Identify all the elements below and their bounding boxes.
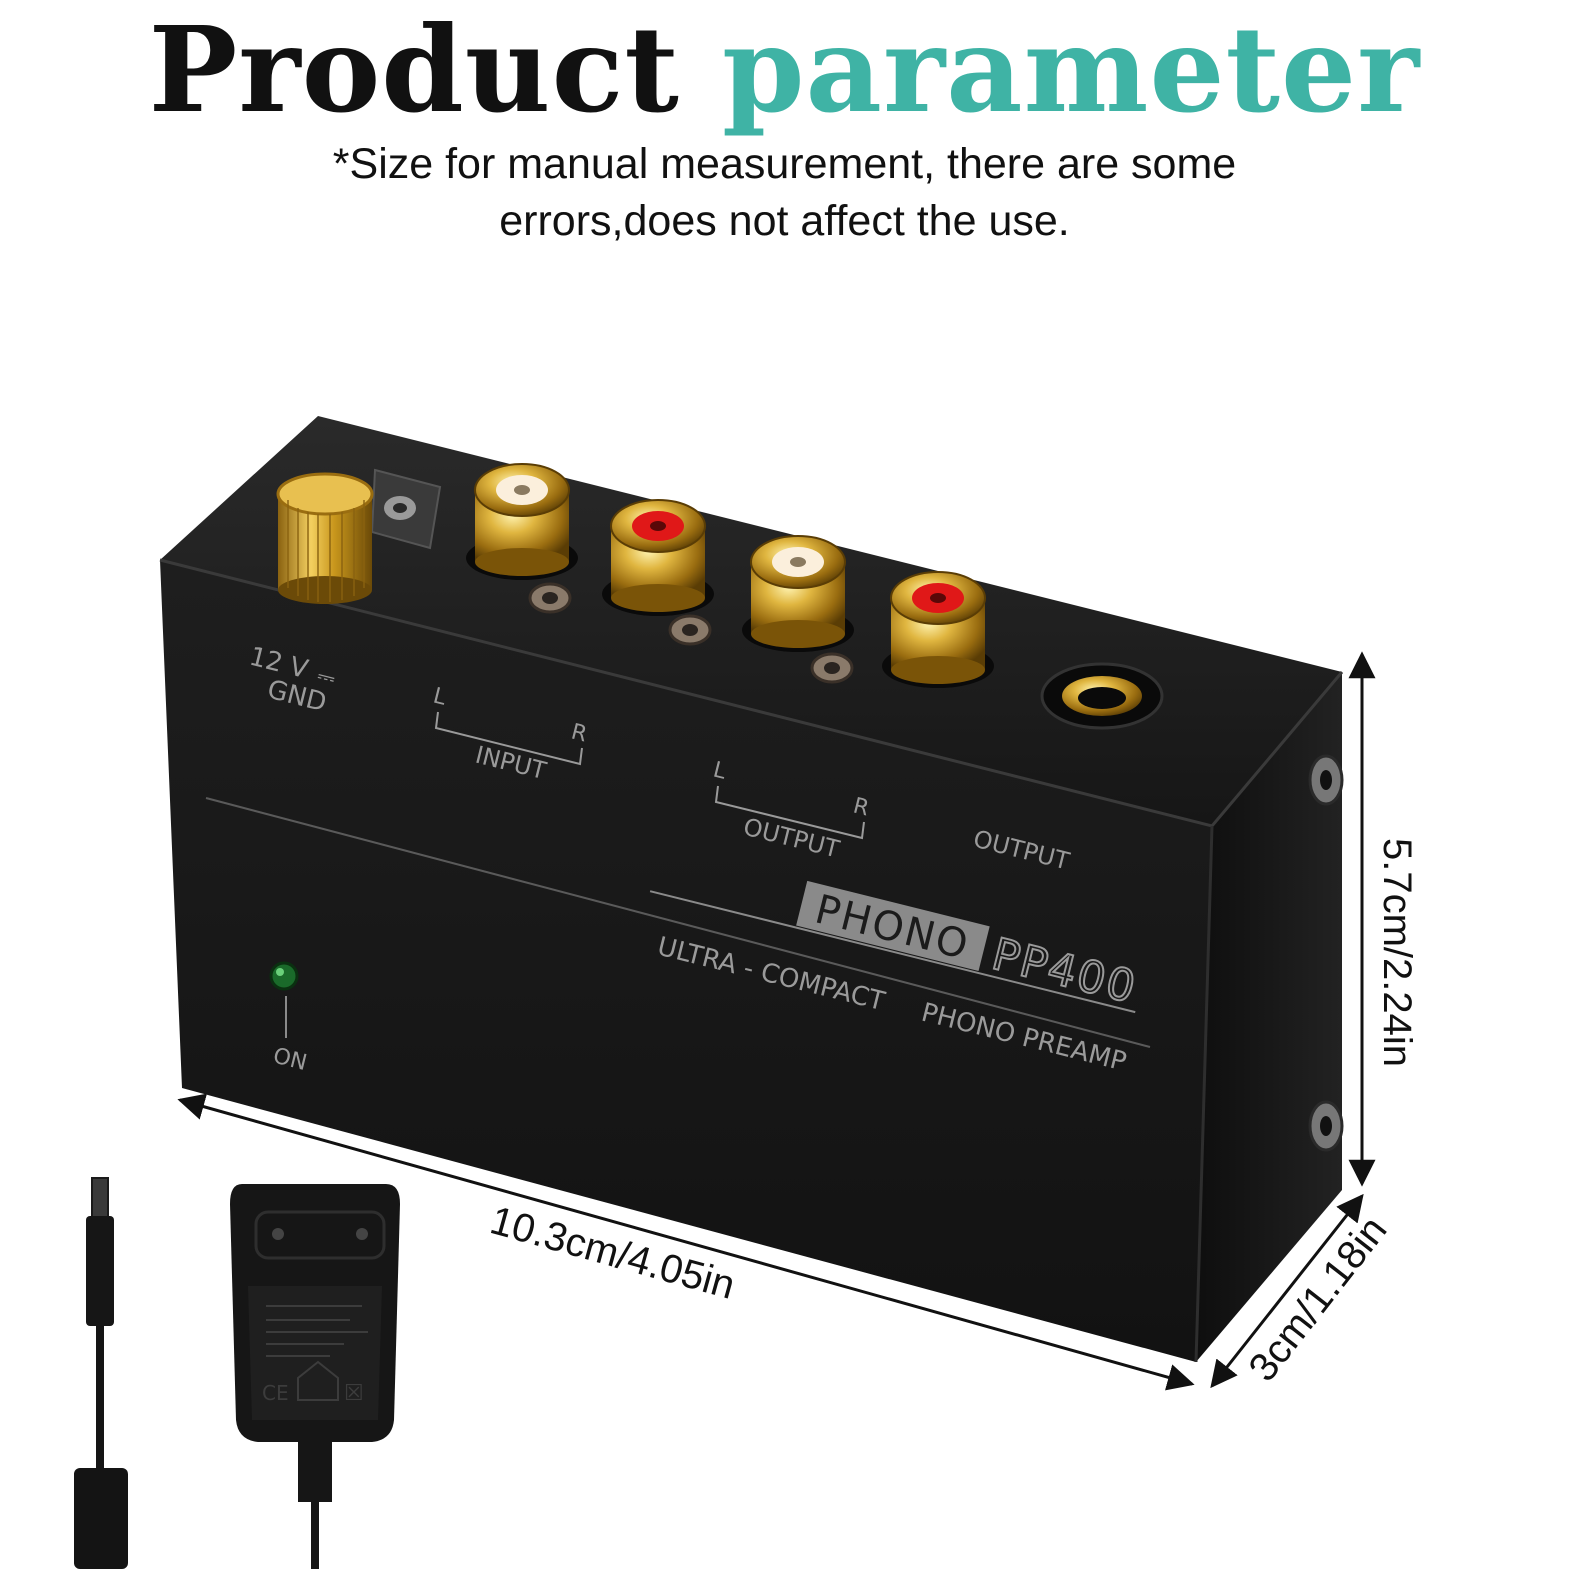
label-output-r: R: [851, 794, 872, 822]
device-edge-front-side: [1194, 825, 1214, 1363]
rca-output-right: [882, 571, 994, 688]
side-jack-bottom: [1308, 1100, 1344, 1152]
device-side-face: [1196, 672, 1342, 1362]
label-input-r: R: [569, 720, 590, 748]
page-title: Product parameter: [0, 0, 1569, 140]
screw-2: [668, 614, 712, 646]
screw-1: [528, 582, 572, 614]
ground-knob: [276, 472, 374, 604]
screw-3: [810, 652, 854, 684]
ferrite-core: [74, 1468, 128, 1569]
plug-pin-left: [272, 1228, 284, 1240]
input-bracket: [434, 711, 583, 766]
house-icon: [297, 1360, 339, 1401]
measurement-note-line2: errors,does not affect the use.: [499, 197, 1070, 245]
measurement-note-line1: *Size for manual measurement, there are …: [332, 140, 1237, 188]
height-label: 5.7cm/2.24in: [1375, 838, 1419, 1067]
power-adapter: CE ☒: [74, 1177, 400, 1569]
preamp-device: 12 V ⎓ GND L R INPUT L R OUTPUT OUTPUT P…: [159, 416, 1344, 1363]
rca-input-right: [602, 499, 714, 616]
dc-power-jack: [370, 468, 442, 550]
rca-input-left: [466, 463, 578, 580]
adapter-fine-print: [266, 1305, 368, 1357]
front-divider-line: [205, 797, 1151, 1048]
adapter-cable-boot: [298, 1442, 332, 1502]
plug-recess: [254, 1210, 386, 1260]
dc-plug-tip: [91, 1177, 109, 1219]
title-word-product: Product: [148, 0, 680, 139]
dc-plug-body: [86, 1216, 114, 1326]
side-jack-top: [1308, 754, 1344, 806]
rca-output-left: [742, 535, 854, 652]
output-bracket: [714, 785, 865, 840]
title-word-parameter: parameter: [722, 0, 1421, 139]
weee-bin-icon: ☒: [344, 1381, 364, 1406]
length-arrow: [177, 1093, 1195, 1391]
ce-mark-icon: CE: [262, 1381, 289, 1405]
phono-badge-bg: [796, 880, 990, 972]
depth-arrow: [1210, 1193, 1364, 1389]
brand-underline: [649, 890, 1136, 1014]
headphone-output-jack: [1040, 662, 1164, 730]
plug-pin-right: [356, 1228, 368, 1240]
power-led: [269, 961, 299, 1038]
label-dc-symbol: ⎓: [315, 664, 338, 693]
